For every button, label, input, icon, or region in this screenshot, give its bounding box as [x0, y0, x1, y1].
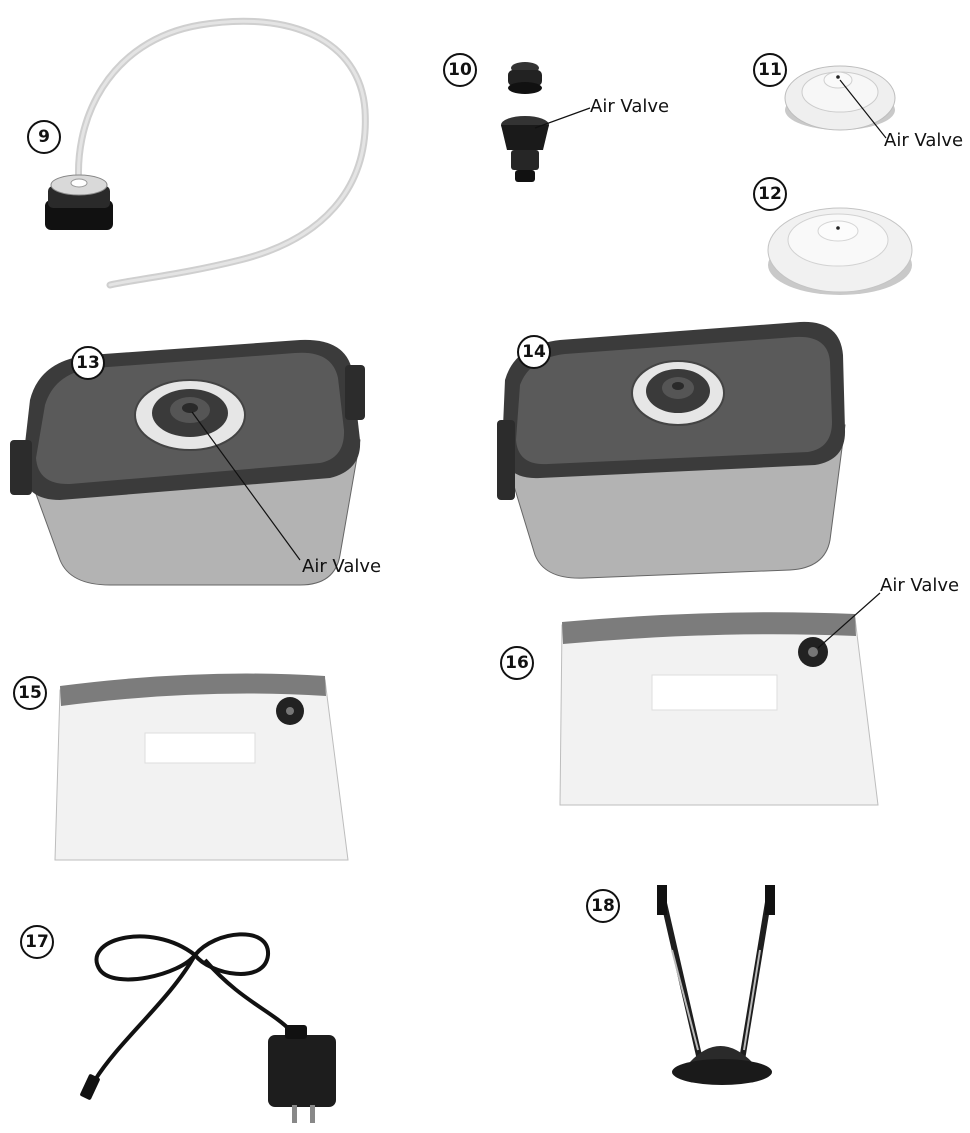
item-number-16: 16 — [500, 646, 534, 680]
air-valve-plug-image — [501, 62, 591, 182]
item-number-14: 14 — [517, 335, 551, 369]
item-number-9: 9 — [27, 120, 61, 154]
air-valve-label-10: Air Valve — [590, 96, 670, 117]
usb-charger-image — [80, 932, 336, 1123]
vacuum-bag-small-image — [54, 673, 349, 861]
air-valve-label-16: Air Valve — [880, 575, 960, 596]
air-valve-label-11: Air Valve — [884, 130, 964, 151]
item-number-18: 18 — [586, 889, 620, 923]
bag-stand-image — [657, 885, 775, 1085]
item-number-15: 15 — [13, 676, 47, 710]
hose-adapter-image — [45, 17, 369, 289]
item-number-13: 13 — [71, 346, 105, 380]
item-number-11: 11 — [753, 53, 787, 87]
item-number-12: 12 — [753, 177, 787, 211]
container-large-image — [497, 321, 846, 579]
valve-disc-image — [784, 65, 896, 139]
vacuum-bag-large-image — [559, 592, 881, 806]
item-number-10: 10 — [443, 53, 477, 87]
valve-disc-large-image — [767, 207, 913, 295]
item-number-17: 17 — [20, 925, 54, 959]
container-small-image — [10, 339, 365, 586]
air-valve-label-13: Air Valve — [302, 556, 382, 577]
